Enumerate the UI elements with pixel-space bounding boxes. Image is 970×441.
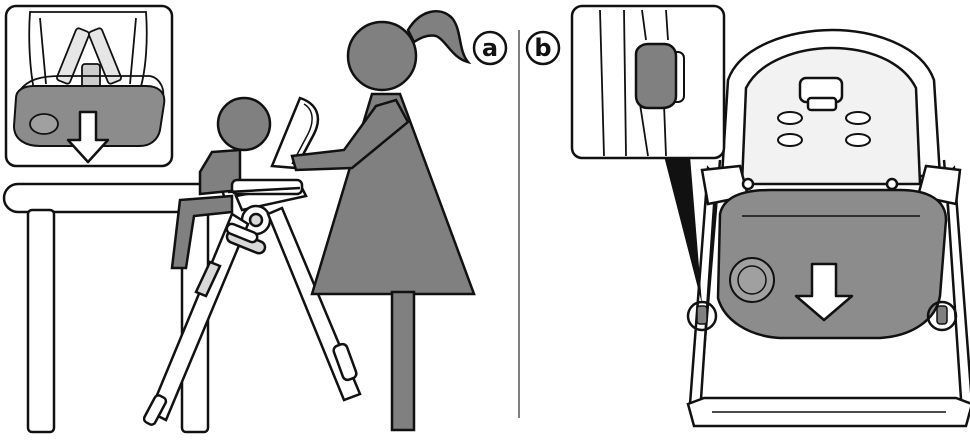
tray-front-view <box>718 190 946 338</box>
panel-label-b: b <box>527 32 559 64</box>
inset-tray-release-view <box>6 6 172 166</box>
svg-text:b: b <box>534 34 551 62</box>
adult-figure <box>292 11 474 430</box>
callout-pointer <box>664 156 702 304</box>
svg-text:a: a <box>482 34 498 62</box>
release-button-icon <box>636 44 684 108</box>
panel-a: a <box>4 6 506 432</box>
panel-label-a: a <box>474 32 506 64</box>
panel-b: b <box>527 6 970 426</box>
inset-release-button-zoom <box>572 6 724 158</box>
tray-side-view <box>228 180 302 194</box>
